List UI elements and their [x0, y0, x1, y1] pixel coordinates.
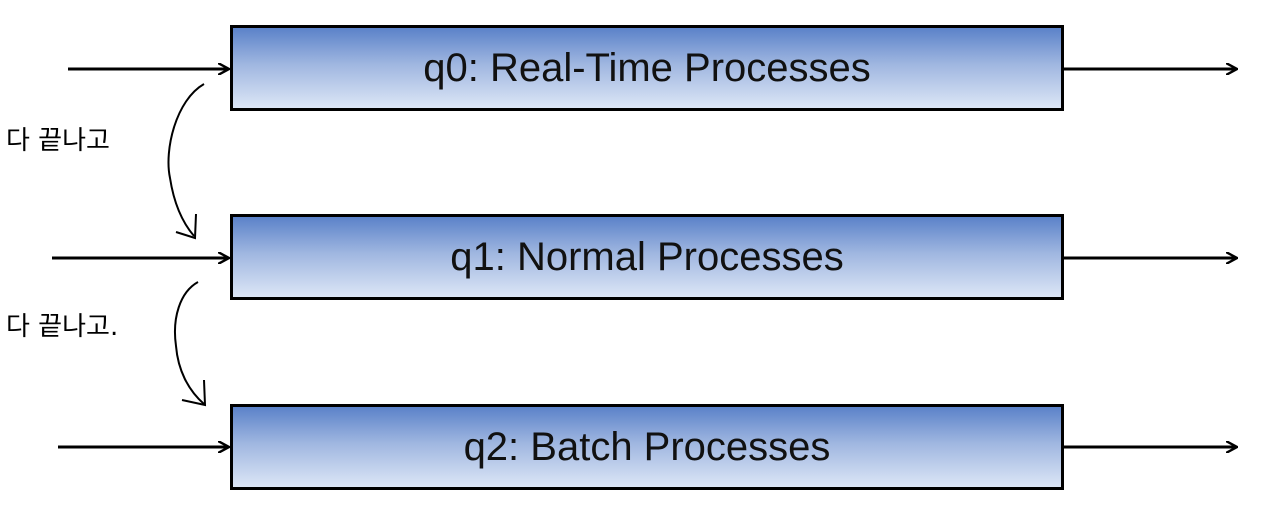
handwritten-arrow-q1-to-q2 — [174, 281, 205, 405]
queue-q0-box: q0: Real-Time Processes — [230, 25, 1064, 111]
queue-q2-label: q2: Batch Processes — [463, 424, 831, 469]
queue-q2-box: q2: Batch Processes — [230, 404, 1064, 490]
queue-q1-box: q1: Normal Processes — [230, 214, 1064, 300]
queue-q0-label: q0: Real-Time Processes — [423, 45, 871, 90]
handwritten-note-1: 다 끝나고 — [6, 126, 110, 156]
queue-q1-label: q1: Normal Processes — [450, 234, 844, 279]
handwritten-note-2: 다 끝나고. — [6, 312, 119, 342]
handwritten-arrowhead-2 — [181, 379, 207, 407]
handwritten-arrowhead-1 — [175, 213, 197, 240]
handwritten-arrow-q0-to-q1 — [167, 83, 205, 237]
